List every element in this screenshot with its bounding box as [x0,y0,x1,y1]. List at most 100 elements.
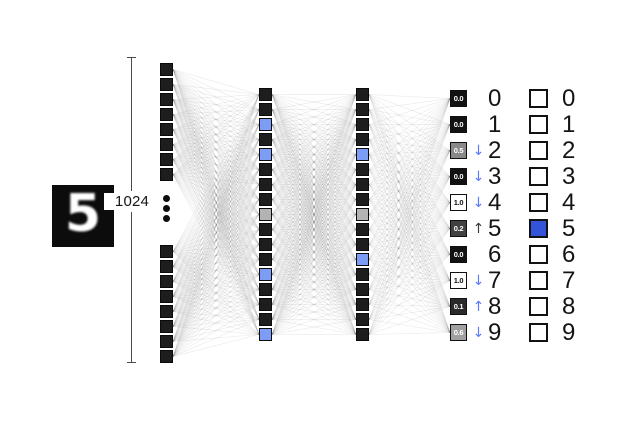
target-one-hot-box [529,193,548,212]
output-row: 0.2 ↑5 [450,214,502,242]
hidden-node [356,253,369,266]
target-digit-label: 8 [562,292,576,320]
target-one-hot-box [529,115,548,134]
input-node [160,335,173,348]
gradient-arrow-icon: ↓ [472,168,485,185]
target-digit-label: 0 [562,84,576,112]
target-row: 7 [529,266,576,294]
ellipsis-dot [163,215,170,222]
target-row: 0 [529,84,576,112]
target-one-hot-box [529,323,548,342]
input-node [160,168,173,181]
bracket-line-bottom [131,212,132,363]
hidden-node [259,133,272,146]
target-one-hot-box [529,271,548,290]
input-node [160,320,173,333]
hidden-node [259,313,272,326]
target-one-hot-box [529,245,548,264]
hidden-node [259,148,272,161]
target-one-hot-box [529,297,548,316]
target-one-hot-box [529,141,548,160]
input-node [160,78,173,91]
hidden-node [259,178,272,191]
input-node [160,138,173,151]
activation-value-box: 1.0 [450,272,467,289]
hidden-node [259,223,272,236]
hidden-node [259,193,272,206]
gradient-arrow-icon: ↑ [472,298,485,315]
input-node [160,245,173,258]
hidden-node [356,208,369,221]
hidden-node [356,313,369,326]
hidden-node [259,163,272,176]
bracket-line-top [131,57,132,191]
activation-value-box: 0.6 [450,324,467,341]
hidden-node [356,238,369,251]
input-node [160,153,173,166]
activation-value-box: 0.0 [450,90,467,107]
hidden-node [356,133,369,146]
activation-value-box: 0.2 [450,220,467,237]
output-row: 0.6 ↓9 [450,318,502,346]
target-one-hot-box [529,89,548,108]
input-node [160,108,173,121]
hidden-node [356,328,369,341]
target-row: 1 [529,110,576,138]
target-digit-label: 1 [562,110,576,138]
target-digit-label: 9 [562,318,576,346]
bracket-cap-bottom [127,362,136,363]
output-row: 1.0 ↓7 [450,266,502,294]
hidden-node [356,283,369,296]
output-digit-label: 6 [488,240,502,268]
gradient-arrow-icon: ↓ [472,194,485,211]
output-digit-label: 5 [488,214,502,242]
output-digit-label: 7 [488,266,502,294]
gradient-arrow-icon: ↑ [472,220,485,237]
input-node [160,350,173,363]
gradient-arrow-icon: ↓ [472,272,485,289]
hidden-node [259,328,272,341]
hidden-node [259,253,272,266]
hidden-node [259,238,272,251]
hidden-node [356,88,369,101]
hidden-node [259,268,272,281]
hidden-node [356,148,369,161]
input-size-label: 1024 [104,193,160,210]
input-node [160,260,173,273]
target-row: 6 [529,241,575,268]
hidden-node [356,298,369,311]
input-node [160,305,173,318]
input-node [160,93,173,106]
target-digit-label: 2 [562,136,576,164]
gradient-arrow-icon: ↓ [472,324,485,341]
hidden-node [356,118,369,131]
input-node [160,63,173,76]
hidden-node [356,268,369,281]
output-row: 0.5↓2 [450,136,502,164]
output-digit-label: 4 [488,188,502,216]
output-digit-label: 1 [488,110,502,138]
target-row: 5 [529,214,576,242]
target-row: 8 [529,292,576,320]
activation-value-box: 0.0 [450,116,467,133]
target-digit-label: 7 [562,266,576,294]
target-digit-label: 4 [562,188,576,216]
target-digit-label: 3 [562,162,576,190]
output-digit-label: 0 [488,84,502,112]
target-digit-label: 5 [562,214,576,242]
output-row: 0.0↓3 [450,163,501,190]
output-digit-label: 2 [488,136,502,164]
output-digit-label: 9 [488,318,502,346]
hidden-node [356,178,369,191]
output-row: 1.0↓4 [450,188,502,216]
target-one-hot-box [529,167,548,186]
hidden-node [259,118,272,131]
output-digit-label: 8 [488,292,502,320]
output-row: 0.1↑8 [450,292,502,320]
hidden-node [356,103,369,116]
